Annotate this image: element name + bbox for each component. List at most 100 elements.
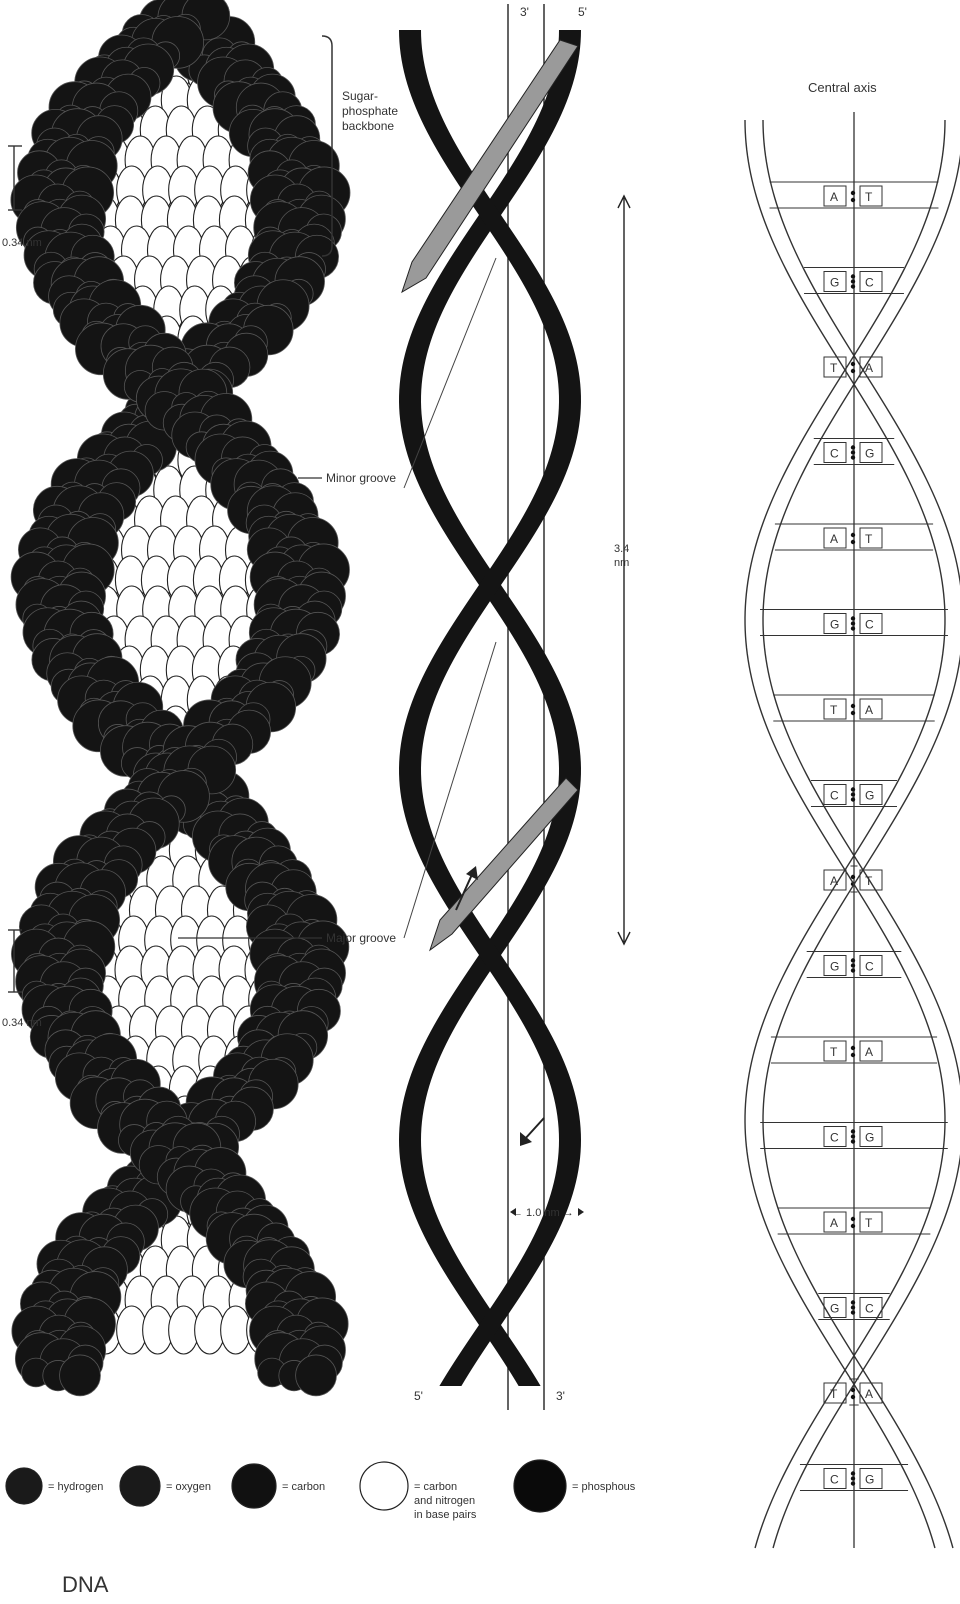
atom-legend: = hydrogen = oxygen = carbon = carbonand ni…: [6, 1460, 636, 1521]
legend-phosphous-swatch: [514, 1460, 566, 1512]
hydrogen-bond-dot: [851, 1300, 855, 1304]
base-right-letter: T: [865, 190, 873, 204]
base-left-letter: A: [830, 190, 838, 204]
hydrogen-bond-dot: [851, 1476, 855, 1480]
base-right-letter: G: [865, 1131, 874, 1145]
hydrogen-bond-dot: [851, 875, 855, 879]
pitch-label: 3.4nm: [614, 543, 629, 569]
sugar-phosphate-strands: [745, 120, 960, 1548]
base-left-letter: C: [830, 1473, 839, 1487]
hydrogen-bond-dot: [851, 1471, 855, 1475]
base-right-letter: C: [865, 276, 874, 290]
base-right-letter: C: [865, 1302, 874, 1316]
ribbon-highlight-top: [402, 40, 578, 292]
hydrogen-bond-dot: [851, 369, 855, 373]
hydrogen-bond-dot: [851, 540, 855, 544]
hydrogen-bond-dot: [851, 797, 855, 801]
base-left-letter: T: [830, 1387, 838, 1401]
base-left-letter: T: [830, 1045, 838, 1059]
hydrogen-bond-dot: [851, 704, 855, 708]
base-left-letter: G: [830, 618, 839, 632]
spacing-label-top: 0.34 nm: [2, 237, 42, 249]
backbone-atom: [60, 1355, 101, 1396]
base-left-letter: C: [830, 447, 839, 461]
direction-arrow-down: [524, 1118, 544, 1140]
hydrogen-bond-dot: [851, 445, 855, 449]
hydrogen-bond-dot: [851, 1134, 855, 1138]
hydrogen-bond-dot: [851, 1305, 855, 1309]
legend-base-swatch: [360, 1462, 408, 1510]
hydrogen-bond-dot: [851, 958, 855, 962]
hydrogen-bond-dot: [851, 284, 855, 288]
hydrogen-bond-dot: [851, 711, 855, 715]
hydrogen-bond-dot: [851, 274, 855, 278]
hydrogen-bond-dot: [851, 1129, 855, 1133]
base-right-letter: G: [865, 447, 874, 461]
base-right-letter: C: [865, 618, 874, 632]
hydrogen-bond-dot: [851, 279, 855, 283]
hydrogen-bond-dot: [851, 968, 855, 972]
hydrogen-bond-dot: [851, 616, 855, 620]
hydrogen-bond-dot: [851, 621, 855, 625]
hydrogen-bond-dot: [851, 1224, 855, 1228]
hydrogen-bond-dot: [851, 792, 855, 796]
base-left-letter: T: [830, 361, 838, 375]
legend-hydrogen-swatch: [6, 1468, 42, 1504]
hydrogen-bond-dot: [851, 191, 855, 195]
strand-2-edge: [763, 120, 960, 1548]
minor-groove-label: Minor groove: [326, 471, 396, 485]
base-right-letter: C: [865, 960, 874, 974]
major-groove-label: Major groove: [326, 931, 396, 945]
base-right-letter: A: [865, 361, 873, 375]
strand-end-bottom-right: 3': [556, 1389, 565, 1403]
base-left-letter: T: [830, 703, 838, 717]
hydrogen-bond-dot: [851, 450, 855, 454]
panel-caption: DNA: [62, 1572, 109, 1597]
base-left-letter: G: [830, 1302, 839, 1316]
hydrogen-bond-dot: [851, 1046, 855, 1050]
legend-carbon-swatch: [232, 1464, 276, 1508]
base-left-letter: G: [830, 276, 839, 290]
hydrogen-bond-dot: [851, 1217, 855, 1221]
strand-2-edge: [745, 120, 945, 1548]
strand-1-edge: [763, 120, 960, 1548]
atom-spheres: [11, 0, 350, 1396]
hydrogen-bond-dot: [851, 362, 855, 366]
base-right-letter: T: [865, 532, 873, 546]
backbone-label: Sugar-phosphatebackbone: [342, 89, 398, 133]
hydrogen-bond-dot: [851, 787, 855, 791]
hydrogen-bond-dot: [851, 455, 855, 459]
strand-1-edge: [745, 120, 945, 1548]
legend-phosphous-label: = phosphous: [572, 1481, 636, 1493]
spacing-label-bottom: 0.34 nm: [2, 1017, 42, 1029]
legend-carbon-label: = carbon: [282, 1481, 325, 1493]
hydrogen-bond-dot: [851, 1053, 855, 1057]
space-filling-model: Sugar-phosphatebackbone 0.34 nm 0.34 nm …: [2, 0, 398, 1396]
hydrogen-bond-dot: [851, 1139, 855, 1143]
backbone-atom: [296, 1355, 337, 1396]
hydrogen-bond-dot: [851, 1481, 855, 1485]
legend-oxygen-label: = oxygen: [166, 1481, 211, 1493]
legend-oxygen-swatch: [120, 1466, 160, 1506]
hydrogen-bond-dot: [851, 1310, 855, 1314]
base-right-letter: A: [865, 1387, 873, 1401]
ribbon-model: 3' 5' 5' 3' 3.4nm ← 1.0 nm →: [399, 4, 630, 1410]
base-right-letter: A: [865, 1045, 873, 1059]
base-right-letter: G: [865, 1473, 874, 1487]
hydrogen-bond-dot: [851, 1395, 855, 1399]
legend-base-label: = carbonand nitrogenin base pairs: [414, 1481, 477, 1521]
base-left-letter: C: [830, 789, 839, 803]
base-left-letter: A: [830, 1216, 838, 1230]
central-axis-label: Central axis: [808, 80, 877, 95]
base-right-letter: T: [865, 1216, 873, 1230]
base-right-letter: G: [865, 789, 874, 803]
hydrogen-bond-dot: [851, 626, 855, 630]
legend-hydrogen-label: = hydrogen: [48, 1481, 103, 1493]
strand-end-top-right: 5': [578, 5, 587, 19]
ladder-schematic: Central axis A T G C T A C G A T G C T A C G A T G C T A C G A T G…: [745, 80, 960, 1548]
base-left-letter: A: [830, 874, 838, 888]
hydrogen-bond-dot: [851, 963, 855, 967]
hydrogen-bond-dot: [851, 533, 855, 537]
base-right-letter: A: [865, 703, 873, 717]
